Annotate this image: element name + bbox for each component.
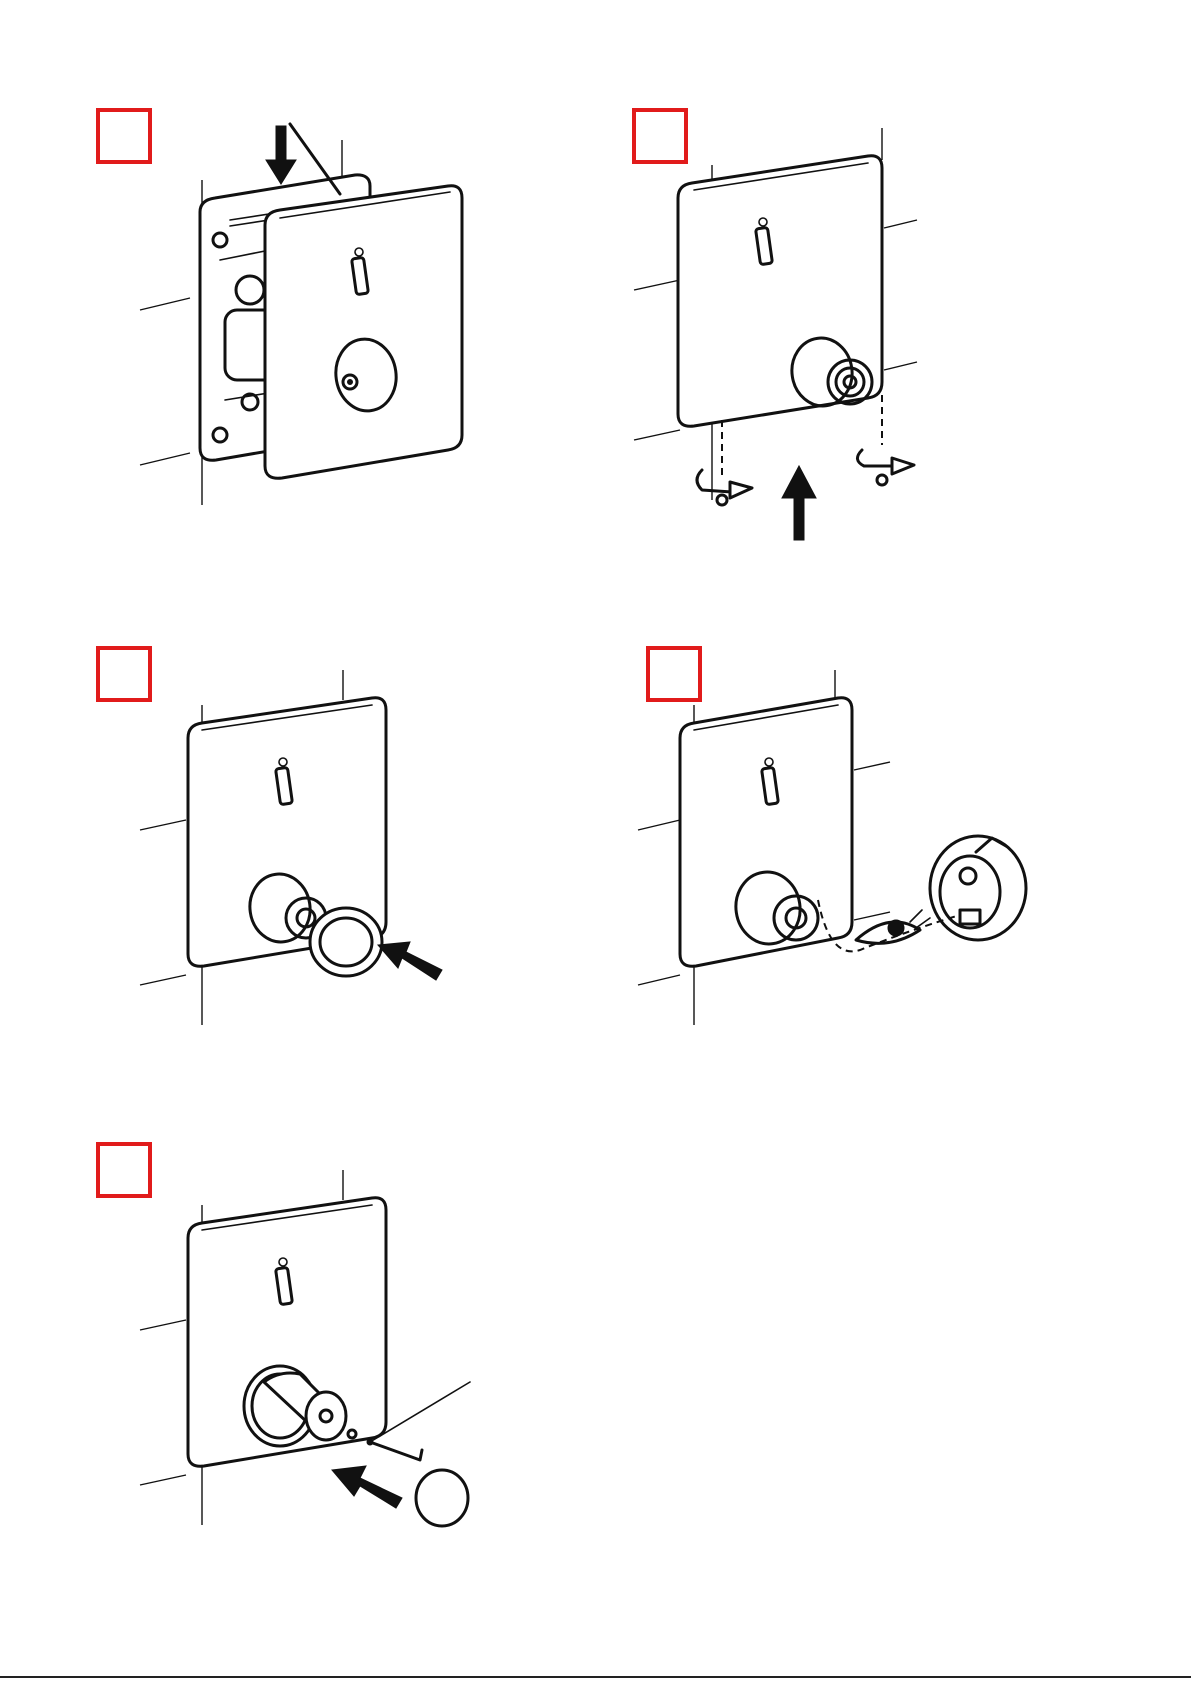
step-2-illustration — [672, 120, 1152, 590]
step-5-illustration — [130, 1160, 610, 1630]
step-1-illustration — [130, 120, 610, 590]
page-bottom-rule — [0, 1676, 1191, 1678]
push-arrow-icon — [378, 942, 442, 980]
rotate-screw-icon — [697, 470, 752, 505]
arrow-down-icon — [266, 126, 296, 184]
push-arrow-icon — [332, 1466, 402, 1508]
step-4-illustration — [680, 660, 1160, 1130]
rotate-screw-icon — [857, 450, 914, 485]
arrow-up-icon — [782, 466, 816, 540]
step-3-illustration — [130, 660, 610, 1130]
